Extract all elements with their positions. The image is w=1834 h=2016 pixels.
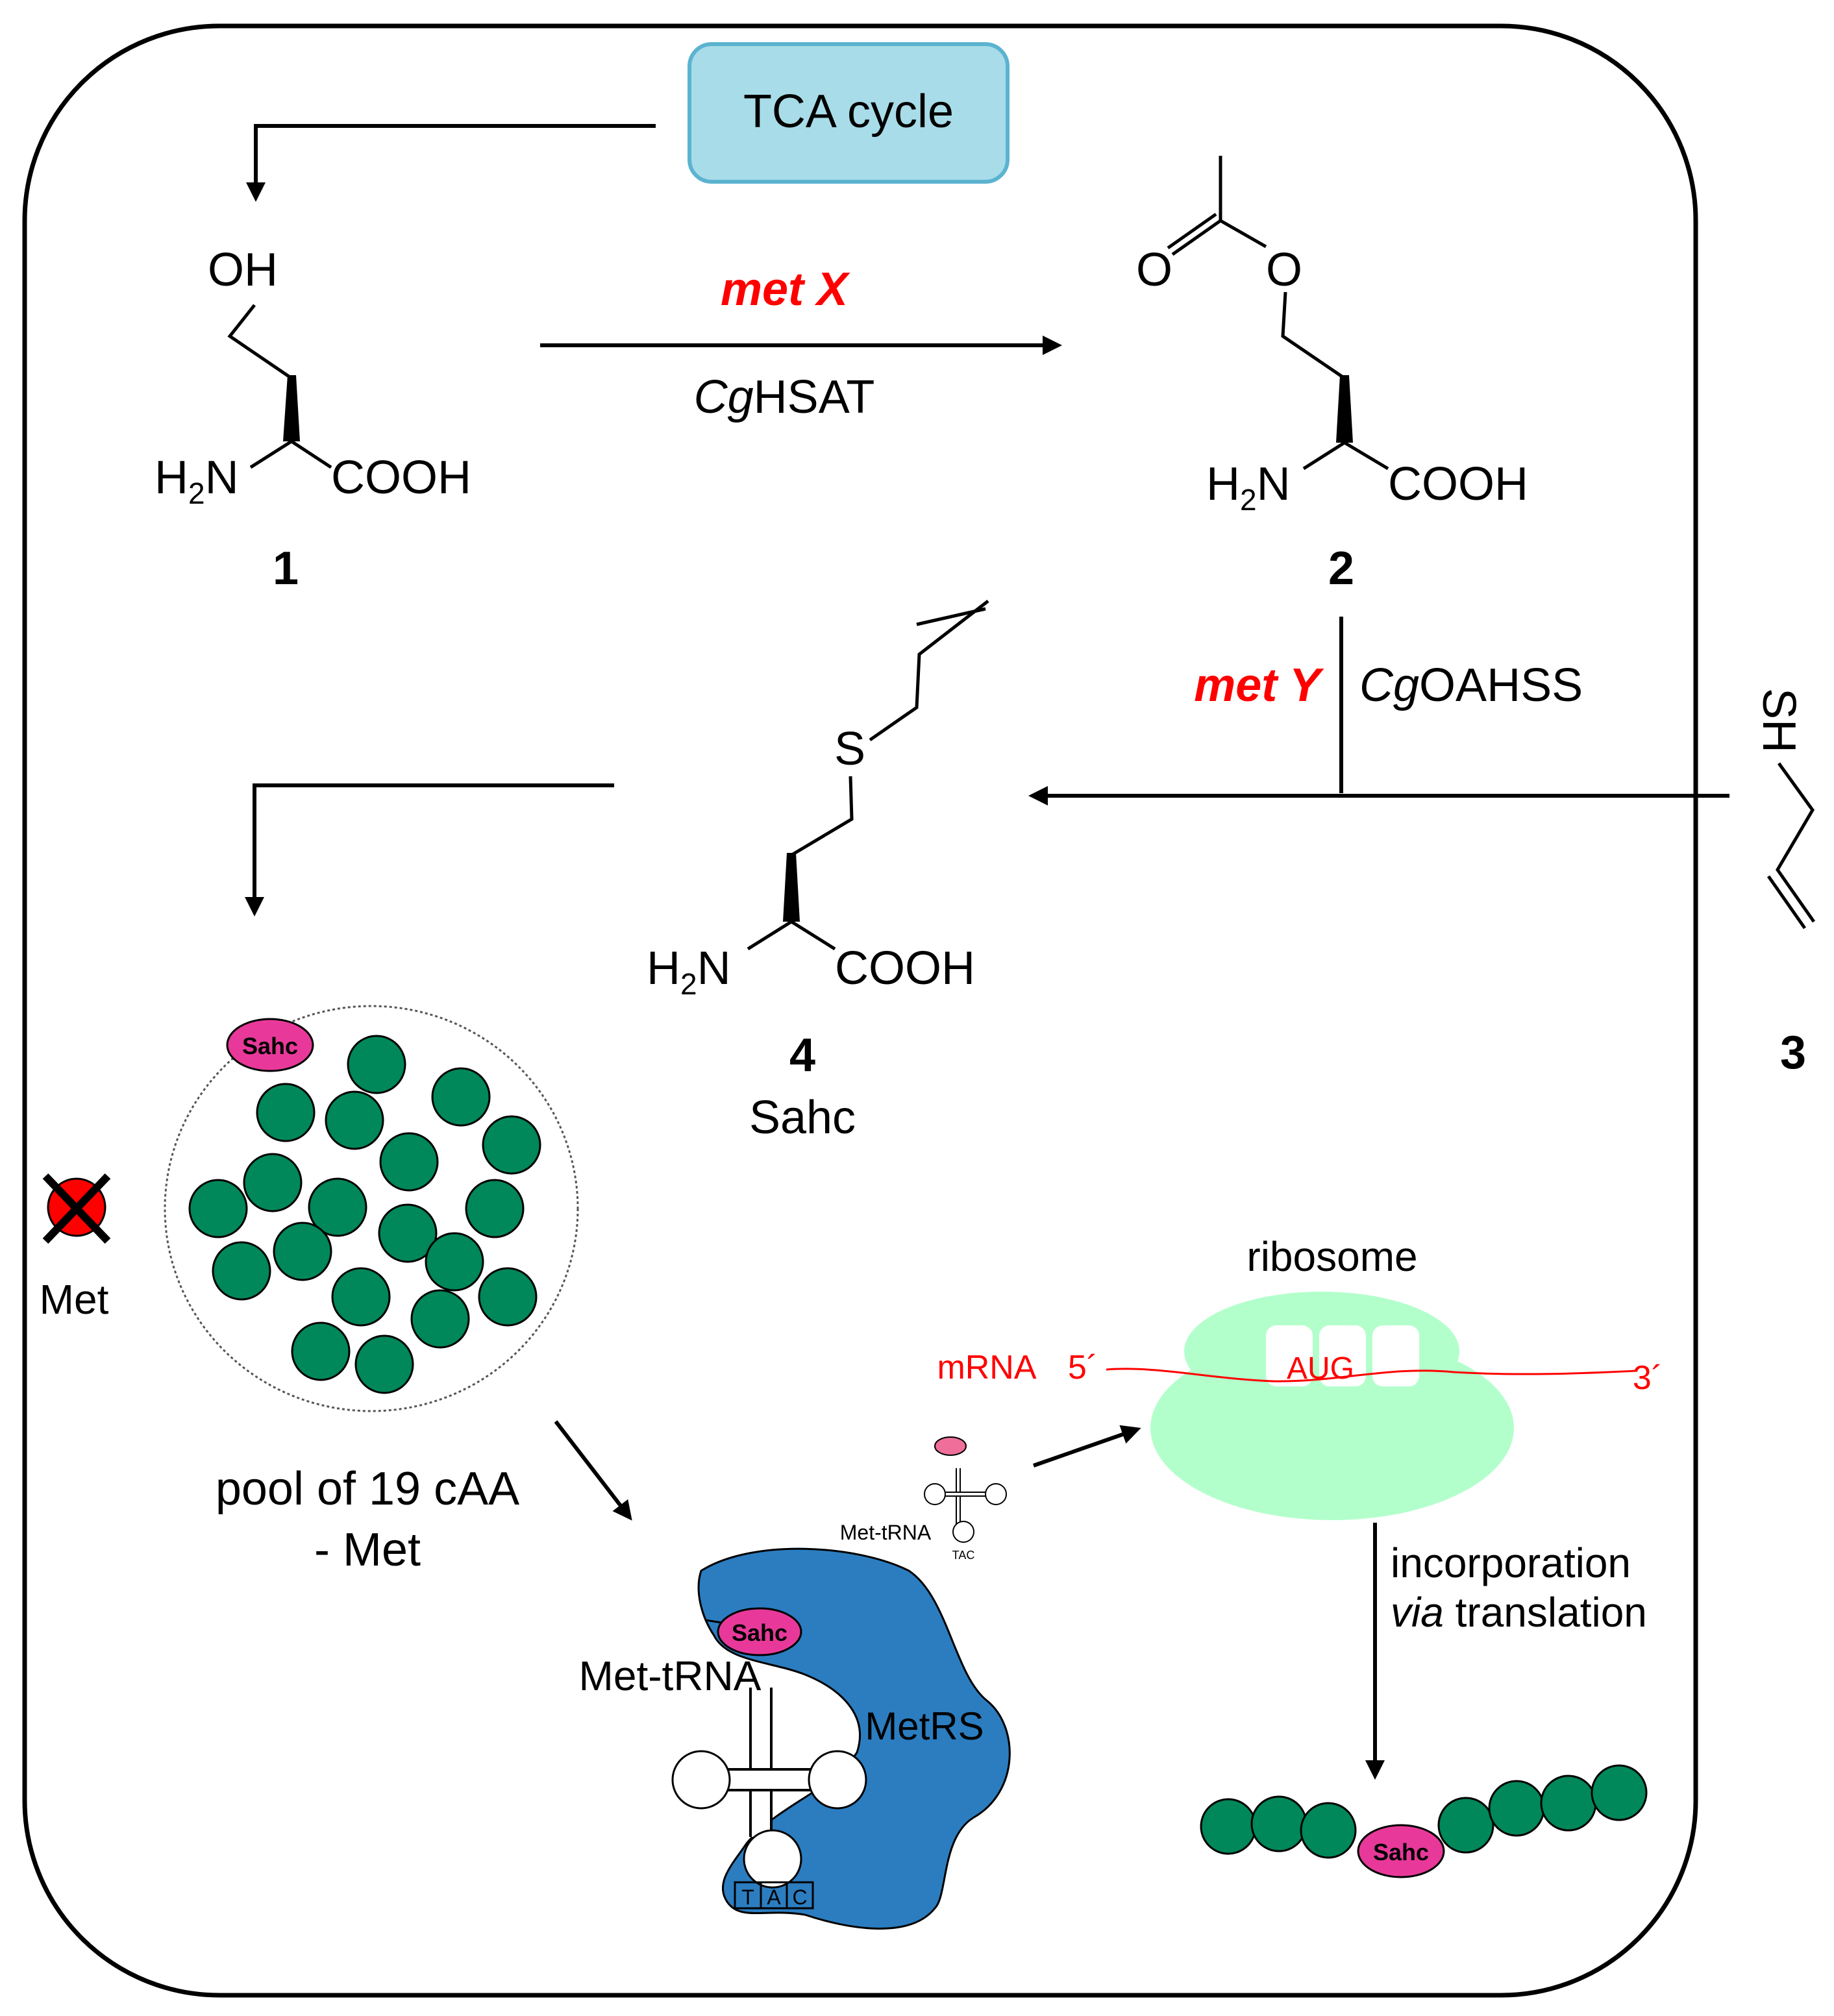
- amino-acid-dot: [425, 1232, 484, 1292]
- amino-acid-dot: [410, 1289, 470, 1349]
- c1-oh: OH: [208, 244, 278, 296]
- svg-text:S: S: [834, 723, 865, 775]
- mrna-label: mRNA: [937, 1349, 1036, 1386]
- small-trna: TAC: [924, 1436, 1007, 1562]
- metrs-label: MetRS: [865, 1704, 984, 1748]
- compound-4-name: Sahc: [749, 1092, 856, 1144]
- amino-acid-dot: [465, 1179, 525, 1238]
- svg-text:T: T: [741, 1886, 754, 1909]
- compound-1-structure: OH H2N COOH 1: [155, 244, 471, 595]
- mety-gene: met Y: [1194, 659, 1324, 711]
- amino-acid-dot: [482, 1115, 541, 1175]
- amino-acid-dot: [378, 1203, 438, 1263]
- peptide-sahc-badge: Sahc: [1373, 1839, 1429, 1865]
- ribosome: AUG: [1106, 1292, 1637, 1520]
- amino-acid-pool: Sahc: [164, 1005, 579, 1412]
- amino-acid-dot: [291, 1321, 351, 1381]
- amino-acid-dot: [347, 1035, 406, 1094]
- amino-acid-dot: [212, 1241, 271, 1301]
- peptide-chain: Sahc: [1200, 1764, 1648, 1878]
- pool-sahc-badge: Sahc: [242, 1033, 298, 1059]
- compound-3-structure: SH 3: [1753, 688, 1816, 1079]
- amino-acid-dot: [354, 1334, 414, 1394]
- compound-4-structure: S H2N COOH 4 Sahc: [647, 600, 989, 1144]
- svg-text:SH: SH: [1753, 688, 1805, 753]
- pool-to-metrs-arrow: [554, 1420, 632, 1521]
- tca-label: TCA cycle: [743, 86, 954, 138]
- metx-gene: met X: [721, 264, 850, 315]
- met-label: Met: [40, 1276, 109, 1323]
- sahc-to-pool-arrow: [245, 783, 614, 916]
- amino-acid-dot: [331, 1267, 391, 1327]
- svg-text:H2N: H2N: [647, 942, 731, 1001]
- met-blocked-icon: [42, 1173, 111, 1244]
- c2-cooh: COOH: [1388, 458, 1528, 510]
- small-trna-label: Met-tRNA: [840, 1521, 932, 1544]
- three-prime: 3´: [1633, 1359, 1663, 1397]
- cell-boundary: [22, 23, 1698, 1998]
- svg-text:O: O: [1136, 244, 1172, 296]
- amino-acid-dot: [273, 1222, 332, 1281]
- compound-3-number: 3: [1780, 1027, 1806, 1079]
- metrs-sahc-badge: Sahc: [732, 1619, 787, 1646]
- amino-acid-dot: [188, 1179, 248, 1238]
- amino-acid-dot: [431, 1067, 491, 1127]
- compound-1-number: 1: [273, 543, 299, 595]
- c1-cooh: COOH: [331, 452, 471, 504]
- metrs-enzyme: MetRS T A C Sahc: [671, 1547, 1011, 1930]
- c4-cooh: COOH: [835, 942, 975, 994]
- svg-text:TAC: TAC: [952, 1549, 975, 1562]
- pool-label-2: - Met: [314, 1524, 421, 1576]
- five-prime: 5´: [1068, 1349, 1098, 1386]
- amino-acid-dot: [325, 1090, 384, 1150]
- tca-to-1-arrow: [246, 124, 656, 202]
- svg-text:C: C: [792, 1886, 807, 1909]
- amino-acid-dot: [478, 1267, 538, 1327]
- amino-acid-dot: [379, 1132, 439, 1192]
- svg-text:H2N: H2N: [155, 452, 239, 510]
- metx-enzyme: CgHSAT: [694, 371, 875, 423]
- tca-cycle-box: TCA cycle: [688, 42, 1010, 184]
- amino-acid-dot: [243, 1153, 303, 1212]
- amino-acid-dot: [256, 1083, 316, 1142]
- metrs-trna-label: Met-tRNA: [579, 1653, 762, 1699]
- compound-4-number: 4: [789, 1029, 815, 1081]
- svg-text:A: A: [767, 1886, 781, 1909]
- amino-acid-dot: [308, 1177, 367, 1237]
- incorporation-line-2: via translation: [1391, 1589, 1647, 1636]
- compound-2-structure: O O H2N COOH 2: [1136, 156, 1528, 595]
- svg-text:H2N: H2N: [1206, 458, 1291, 517]
- mety-enzyme: CgOAHSS: [1359, 659, 1583, 711]
- compound-2-number: 2: [1328, 543, 1354, 595]
- codon: AUG: [1287, 1351, 1354, 1386]
- incorporation-line-1: incorporation: [1391, 1540, 1631, 1586]
- ribosome-label: ribosome: [1246, 1233, 1417, 1280]
- svg-text:O: O: [1266, 244, 1302, 296]
- pool-label-1: pool of 19 cAA: [216, 1463, 519, 1515]
- trna-to-ribosome-arrow: [1033, 1425, 1141, 1468]
